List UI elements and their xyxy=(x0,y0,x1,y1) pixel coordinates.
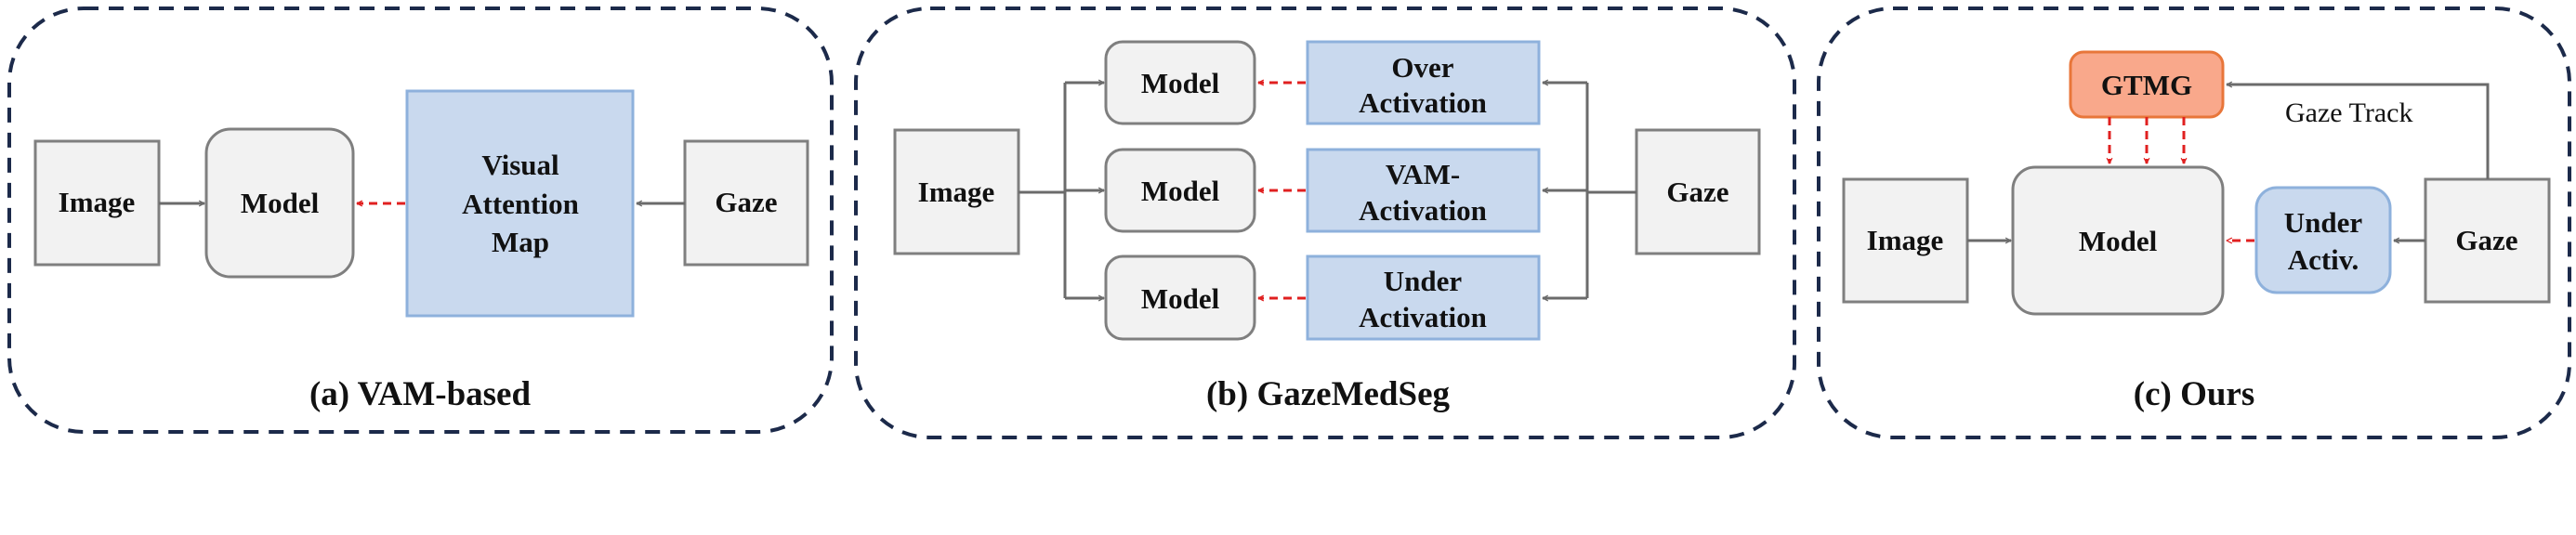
vam-label-line1: Visual xyxy=(481,149,559,181)
panel-a-caption: (a) VAM-based xyxy=(309,375,532,413)
model-label-top: Model xyxy=(1141,67,1220,99)
visual-attention-map-box xyxy=(405,89,635,318)
panel-a-border xyxy=(7,7,834,434)
vam-activation-line2: Activation xyxy=(1359,194,1487,227)
model-box xyxy=(2011,165,2225,316)
image-label: Image xyxy=(59,186,136,218)
under-activation-line2: Activation xyxy=(1359,301,1487,333)
gaze-label: Gaze xyxy=(2455,224,2517,256)
panel-vam-based: Image Model Visual Attention Map Gaze (a… xyxy=(7,7,834,434)
panel-gazemedseg: Image Model Model Model Over Activation … xyxy=(854,7,1796,439)
panel-b-caption: (b) GazeMedSeg xyxy=(1206,375,1451,413)
model-label-mid: Model xyxy=(1141,175,1220,207)
arrow-gaze-track-to-gtmg xyxy=(2227,85,2490,179)
over-activation-box xyxy=(1306,40,1541,125)
vam-activation-line1: VAM- xyxy=(1386,158,1460,190)
panel-c-caption: (c) Ours xyxy=(2134,375,2255,413)
gtmg-label: GTMG xyxy=(2101,69,2192,101)
gaze-box xyxy=(1635,128,1761,255)
gaze-box xyxy=(683,139,809,267)
over-activation-line2: Activation xyxy=(1359,86,1487,119)
vam-activation-box xyxy=(1306,148,1541,233)
under-activ-box xyxy=(2254,186,2392,294)
under-activ-line1: Under xyxy=(2284,206,2363,239)
image-label: Image xyxy=(918,176,995,208)
panel-c-border xyxy=(1817,7,2571,439)
model-box-top xyxy=(1104,40,1256,125)
vam-label-line3: Map xyxy=(492,226,549,258)
gaze-track-label: Gaze Track xyxy=(2285,98,2412,128)
model-box-mid xyxy=(1104,148,1256,233)
model-label-bot: Model xyxy=(1141,282,1220,315)
over-activation-line1: Over xyxy=(1391,51,1453,84)
image-label: Image xyxy=(1867,224,1944,256)
under-activ-line2: Activ. xyxy=(2288,243,2359,276)
model-label: Model xyxy=(2079,225,2158,257)
panel-ours: GTMG Gaze Track Image Model Under Activ.… xyxy=(1817,7,2571,439)
under-activation-line1: Under xyxy=(1384,265,1463,297)
vam-label-line2: Attention xyxy=(462,188,579,220)
under-activation-box xyxy=(1306,254,1541,341)
model-box xyxy=(204,127,355,279)
model-label: Model xyxy=(241,187,320,219)
gaze-box xyxy=(2424,177,2551,304)
gaze-label: Gaze xyxy=(1666,176,1728,208)
image-box xyxy=(1842,177,1969,304)
model-box-bot xyxy=(1104,254,1256,341)
gaze-label: Gaze xyxy=(715,186,777,218)
